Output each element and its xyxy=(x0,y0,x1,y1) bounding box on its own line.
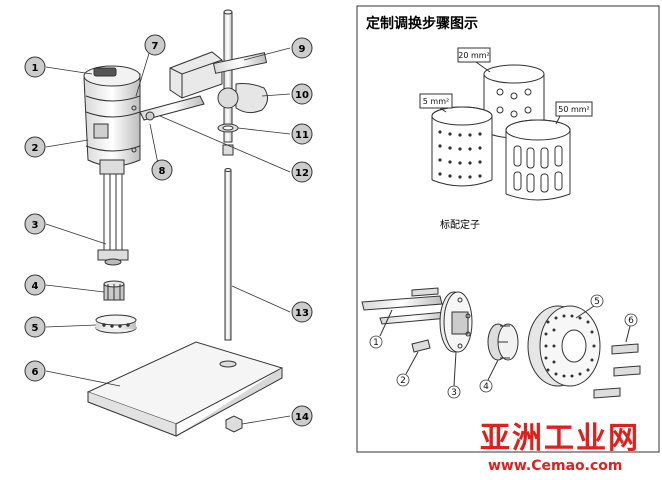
watermark-text: 亚洲工业网 xyxy=(480,421,640,456)
base-plate xyxy=(86,341,284,437)
assembly-label-4: 4 xyxy=(479,379,493,393)
motor-unit xyxy=(83,65,141,175)
svg-text:4: 4 xyxy=(32,281,39,292)
assembly-label-2: 2 xyxy=(396,373,410,387)
callout-11: 11 xyxy=(291,123,313,145)
callout-1: 1 xyxy=(24,56,46,78)
nut xyxy=(225,415,243,433)
left-exploded-view xyxy=(45,9,291,437)
stator-caption: 标配定子 xyxy=(440,218,480,231)
svg-text:10: 10 xyxy=(295,90,309,101)
svg-text:11: 11 xyxy=(295,130,309,141)
svg-text:3: 3 xyxy=(32,220,39,231)
svg-text:5: 5 xyxy=(32,323,39,334)
mesh-cylinder-fine: 5 mm² xyxy=(419,93,493,187)
rotor xyxy=(103,280,125,301)
watermark-url: www.Cemao.com xyxy=(488,458,622,474)
svg-text:5 mm²: 5 mm² xyxy=(423,97,449,106)
callout-4: 4 xyxy=(24,274,46,296)
svg-text:9: 9 xyxy=(299,44,306,55)
mesh-cylinder-coarse: 50 mm² xyxy=(505,101,593,201)
svg-text:2: 2 xyxy=(32,143,39,154)
assembly-label-1: 1 xyxy=(369,335,383,349)
callout-10: 10 xyxy=(291,83,313,105)
callout-5: 5 xyxy=(24,316,46,338)
svg-text:14: 14 xyxy=(295,412,309,423)
svg-text:2: 2 xyxy=(400,376,406,386)
svg-text:6: 6 xyxy=(628,316,634,326)
stand-rod xyxy=(222,9,234,341)
assembly-label-5: 5 xyxy=(590,294,604,308)
svg-text:5: 5 xyxy=(594,297,600,307)
watermark: 亚洲工业网 www.Cemao.com xyxy=(480,421,640,474)
svg-text:1: 1 xyxy=(373,338,379,348)
svg-text:7: 7 xyxy=(152,41,159,52)
svg-text:12: 12 xyxy=(295,168,309,179)
callouts: 1 2 3 4 5 6 7 8 9 10 11 12 13 14 xyxy=(24,34,313,427)
assembly-view xyxy=(361,287,641,399)
stator-ring xyxy=(95,314,137,334)
callout-9: 9 xyxy=(291,37,313,59)
assembly-label-6: 6 xyxy=(624,313,638,327)
callout-14: 14 xyxy=(291,405,313,427)
callout-6: 6 xyxy=(24,360,46,382)
svg-text:8: 8 xyxy=(159,166,166,177)
assembly-label-3: 3 xyxy=(447,385,461,399)
leader-lines xyxy=(45,47,291,425)
callout-7: 7 xyxy=(144,34,166,56)
svg-text:4: 4 xyxy=(483,382,489,392)
svg-text:6: 6 xyxy=(32,367,39,378)
callout-8: 8 xyxy=(151,159,173,181)
callout-3: 3 xyxy=(24,213,46,235)
panel-title: 定制调换步骤图示 xyxy=(366,15,478,32)
callout-12: 12 xyxy=(291,161,313,183)
callout-13: 13 xyxy=(291,301,313,323)
dispersing-shaft xyxy=(97,174,129,266)
assembly-callouts: 1 2 3 4 5 6 xyxy=(369,294,638,399)
svg-text:50 mm²: 50 mm² xyxy=(558,105,590,114)
svg-text:3: 3 xyxy=(451,388,457,398)
svg-text:20 mm²: 20 mm² xyxy=(458,51,490,60)
mesh-cylinder-medium: 20 mm² xyxy=(457,47,545,139)
callout-2: 2 xyxy=(24,136,46,158)
svg-text:1: 1 xyxy=(32,63,39,74)
svg-text:13: 13 xyxy=(295,308,309,319)
right-panel: 定制调换步骤图示 20 mm² xyxy=(356,5,660,453)
clamp-assembly xyxy=(139,51,268,133)
